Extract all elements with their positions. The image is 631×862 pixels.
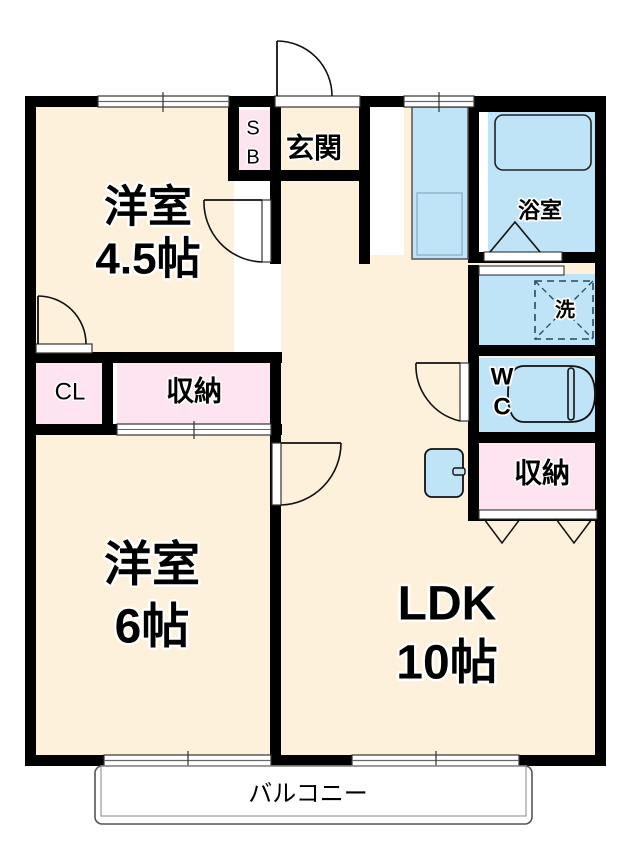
wc-door-jamb[interactable] — [459, 362, 470, 422]
bedroom-45-door-arc — [203, 199, 263, 263]
room-fill-washitsu-6 — [34, 434, 271, 764]
swing-doors[interactable] — [35, 40, 470, 506]
room-fill-washitsu-45 — [34, 104, 234, 354]
wall-sen-south — [468, 345, 606, 356]
entrance-door-sill[interactable] — [274, 95, 361, 108]
bedroom-6-door-arc — [280, 442, 342, 506]
bedroom-45-swing-door[interactable] — [203, 199, 272, 263]
label-sb-s: S — [246, 117, 259, 139]
room-fill-shuno-ldk — [479, 443, 597, 513]
toilet-bowl — [507, 365, 596, 423]
room-labels: 洋室 4.5帖 洋室 6帖 LDK 10帖 玄関 浴室 洗 W C S B CL… — [53, 116, 577, 809]
storage-fold-right — [555, 518, 593, 545]
label-cl: CL — [55, 378, 86, 405]
wall-bedroom-east — [270, 352, 281, 765]
ldk-storage-folding-door[interactable] — [478, 509, 598, 545]
bath-door-frame[interactable] — [483, 251, 563, 262]
wall-hall-east — [359, 104, 370, 264]
washer-pan-outline — [534, 280, 594, 340]
wall-sb-west — [228, 96, 239, 178]
washbasin-faucet — [452, 467, 466, 476]
washbasin — [424, 448, 466, 498]
bathtub — [494, 114, 592, 171]
entrance-swing-door[interactable] — [274, 40, 361, 108]
label-shuno-bed: 収納 — [166, 374, 222, 406]
wall-genkan-south — [281, 170, 370, 181]
bathroom-folding-door[interactable] — [483, 220, 563, 262]
closet-door-sill[interactable] — [35, 343, 93, 354]
label-washitsu-45-size: 4.5帖 — [95, 235, 200, 284]
label-balcony: バルコニー — [248, 780, 368, 807]
toilet-tank-divider — [567, 367, 575, 421]
room-fill-hall-upper — [281, 104, 370, 264]
washroom-sliding-door[interactable] — [478, 265, 565, 276]
wall-genkan-east — [270, 104, 281, 264]
sink-basin — [416, 192, 463, 256]
washing-machine-pan — [534, 280, 594, 340]
room-fill-sb — [238, 110, 270, 178]
storage-fold-left — [483, 518, 521, 545]
wall-sb-south — [228, 170, 281, 181]
label-washitsu-6-size: 6帖 — [115, 601, 190, 654]
label-ldk-size: 10帖 — [396, 637, 497, 690]
toilet-swing-door[interactable] — [415, 362, 470, 422]
toilet-seat — [507, 365, 596, 423]
closet-door-arc — [37, 295, 87, 345]
label-wc-c: C — [493, 393, 510, 420]
wall-bedroom45-south — [36, 352, 282, 363]
label-genkan: 玄関 — [286, 131, 342, 163]
wall-cl-east — [102, 358, 113, 428]
label-shuno-ldk: 収納 — [514, 456, 570, 488]
room-fill-cl — [36, 362, 102, 426]
window-kitchen-north — [403, 92, 475, 112]
label-wc-w: W — [491, 363, 514, 390]
bedroom-6-swing-door[interactable] — [271, 442, 342, 506]
wall-wet-west — [468, 265, 479, 520]
bedroom-45-door-jamb[interactable] — [261, 199, 272, 263]
bath-door-fold-arc — [489, 220, 541, 253]
balcony-inner — [100, 765, 527, 817]
label-ldk-name: LDK — [398, 578, 497, 631]
wall-wc-south — [468, 432, 606, 443]
wc-door-arc — [415, 362, 461, 422]
storage-door-frame[interactable] — [478, 509, 598, 520]
sliding-door-frame[interactable] — [478, 265, 565, 276]
wall-kitchen-east — [468, 96, 479, 259]
label-sen: 洗 — [555, 298, 575, 321]
bedroom-6-door-jamb[interactable] — [271, 442, 282, 506]
label-sb-b: B — [246, 146, 259, 168]
label-yokushitsu: 浴室 — [518, 198, 562, 223]
label-washitsu-45-name: 洋室 — [104, 182, 192, 232]
bedroom-45-closet-swing-door[interactable] — [35, 295, 93, 354]
bedroom-storage-sliding-door[interactable] — [116, 421, 272, 439]
washer-pan-diag2 — [534, 280, 594, 340]
wall-west-outer — [25, 96, 36, 766]
balcony — [94, 765, 533, 825]
window-bedroom-45-north — [97, 92, 230, 112]
kitchen-sink — [411, 106, 469, 260]
windows — [97, 92, 598, 771]
room-fill-shuno-bed — [117, 362, 271, 426]
wall-south-outer — [25, 755, 606, 766]
wall-bath-north-inner — [479, 104, 596, 112]
room-fill-sen — [479, 274, 597, 346]
entrance-door-arc — [276, 40, 333, 97]
wall-east-outer — [595, 96, 606, 766]
bathtub-shape — [494, 114, 592, 171]
label-washitsu-6-name: 洋室 — [104, 539, 200, 592]
